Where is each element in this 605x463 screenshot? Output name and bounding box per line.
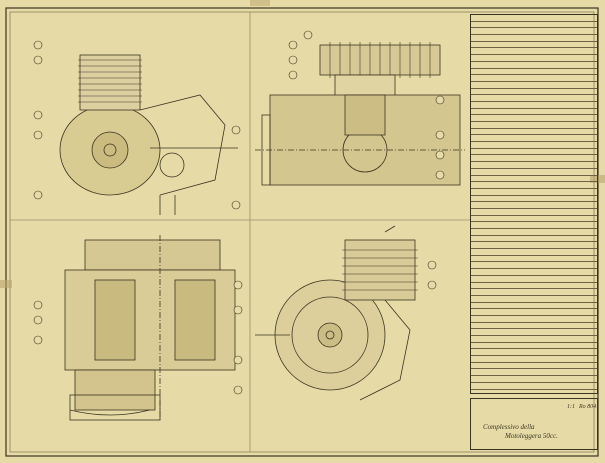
title-block: Complessivo della Motoleggera 50cc. 1:1 … xyxy=(470,398,598,450)
bom-row xyxy=(471,196,597,203)
drawing-number: Ro 804 xyxy=(579,404,597,410)
bom-row xyxy=(471,149,597,156)
bom-row xyxy=(471,102,597,109)
bom-row xyxy=(471,82,597,89)
bill-of-materials-table xyxy=(470,14,598,394)
bom-row xyxy=(471,316,597,323)
bom-row xyxy=(471,48,597,56)
bom-row xyxy=(471,229,597,236)
bom-row xyxy=(471,15,597,22)
bom-row xyxy=(471,69,597,76)
bom-row xyxy=(471,129,597,136)
bom-row xyxy=(471,356,597,363)
bom-row xyxy=(471,283,597,290)
bom-row xyxy=(471,109,597,116)
bom-row xyxy=(471,236,597,243)
bom-row xyxy=(471,135,597,143)
bom-row xyxy=(471,62,597,69)
bom-row xyxy=(471,276,597,283)
drawing-scale: 1:1 xyxy=(567,404,575,410)
bom-row xyxy=(471,336,597,343)
plan-section-view xyxy=(64,235,236,421)
bom-row xyxy=(471,142,597,149)
bom-row xyxy=(471,89,597,96)
bom-row xyxy=(471,182,597,189)
bom-row xyxy=(471,209,597,216)
bom-row xyxy=(471,296,597,303)
bom-row xyxy=(471,349,597,357)
bom-row xyxy=(471,28,597,36)
bom-row xyxy=(471,262,597,270)
bom-row xyxy=(471,289,597,296)
bom-row xyxy=(471,176,597,183)
bom-row xyxy=(471,343,597,350)
callout-bubbles xyxy=(33,30,445,395)
bom-row xyxy=(471,202,597,209)
bom-row xyxy=(471,115,597,122)
drawing-title-line-1: Complessivo della xyxy=(483,423,535,431)
front-section-view xyxy=(255,42,465,186)
side-view-engine xyxy=(59,54,238,215)
bom-row xyxy=(471,95,597,102)
bom-row xyxy=(471,22,597,29)
bom-row xyxy=(471,309,597,316)
bom-row xyxy=(471,369,597,377)
rear-view-engine xyxy=(255,225,418,401)
bom-row xyxy=(471,242,597,250)
bom-row xyxy=(471,249,597,256)
bom-row xyxy=(471,269,597,276)
bom-row xyxy=(471,256,597,263)
bom-row xyxy=(471,363,597,370)
bom-row xyxy=(471,222,597,229)
bom-row xyxy=(471,169,597,176)
bom-row xyxy=(471,323,597,330)
bom-row xyxy=(471,55,597,62)
bom-row xyxy=(471,303,597,310)
bom-row xyxy=(471,189,597,196)
bom-row xyxy=(471,75,597,82)
bom-row xyxy=(471,35,597,42)
bom-row xyxy=(471,122,597,129)
bom-row xyxy=(471,155,597,163)
bom-row xyxy=(471,383,597,390)
bom-row xyxy=(471,216,597,223)
bom-row xyxy=(471,162,597,169)
bom-row xyxy=(471,329,597,336)
bom-row xyxy=(471,42,597,49)
drawing-title-line-2: Motoleggera 50cc. xyxy=(505,432,558,440)
bom-row xyxy=(471,376,597,383)
